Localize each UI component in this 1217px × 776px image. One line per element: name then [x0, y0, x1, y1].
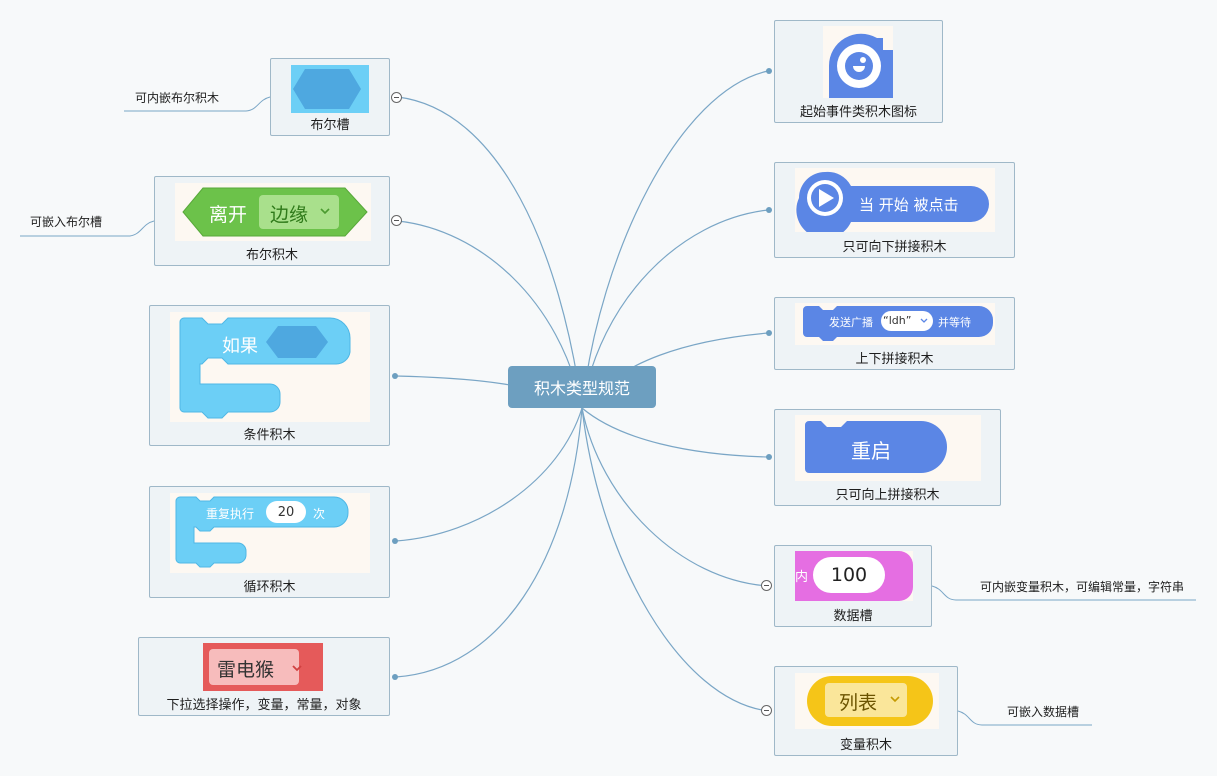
- topic-caption: 上下拼接积木: [855, 352, 934, 367]
- stack-block-suffix: 并等待: [938, 316, 971, 329]
- note-bool-slot: 可内嵌布尔积木: [135, 91, 220, 105]
- topic-bottom-connect[interactable]: 当 开始 被点击 只可向下拼接积木: [774, 162, 1015, 258]
- topic-caption: 布尔槽: [310, 118, 350, 133]
- topic-data-slot[interactable]: 内 100 数据槽: [774, 545, 932, 627]
- condition-block-label: 如果: [222, 336, 258, 357]
- collapse-toggle-icon[interactable]: [761, 580, 772, 591]
- variable-block-value: 列表: [839, 692, 878, 714]
- connector-dot: [766, 454, 772, 460]
- connector-dot: [392, 674, 398, 680]
- note-data-slot: 可内嵌变量积木，可编辑常量，字符串: [980, 580, 1185, 594]
- stack-block-image: 发送广播 “ldh” 并等待: [795, 303, 995, 345]
- loop-block-label: 重复执行: [206, 507, 255, 521]
- data-slot-image: 内 100: [795, 551, 913, 601]
- svg-text:内: 内: [795, 569, 808, 585]
- loop-block-suffix: 次: [313, 507, 326, 521]
- condition-block-image: 如果: [170, 312, 370, 422]
- bool-block-image: 离开 边缘: [175, 183, 371, 241]
- topic-caption: 只可向上拼接积木: [835, 488, 940, 503]
- connector-dot: [766, 207, 772, 213]
- bool-block-dropdown: 边缘: [270, 204, 309, 226]
- start-block-image: 当 开始 被点击: [795, 168, 995, 232]
- central-topic-label: 积木类型规范: [533, 379, 630, 398]
- topic-caption: 变量积木: [839, 738, 892, 753]
- dropdown-value: 雷电猴: [217, 659, 275, 681]
- data-slot-value: 100: [830, 564, 868, 586]
- topic-caption: 数据槽: [833, 609, 873, 624]
- topic-caption: 起始事件类积木图标: [799, 105, 917, 120]
- topic-event-icon[interactable]: 起始事件类积木图标: [774, 20, 943, 123]
- topic-variable-block[interactable]: 列表 变量积木: [774, 666, 958, 756]
- connector-dot: [766, 330, 772, 336]
- topic-caption: 循环积木: [243, 580, 296, 595]
- start-block-label: 当 开始 被点击: [859, 196, 959, 214]
- central-topic[interactable]: 积木类型规范: [508, 366, 656, 408]
- topic-dropdown[interactable]: 雷电猴 下拉选择操作，变量，常量，对象: [138, 637, 390, 716]
- connector-dot: [766, 68, 772, 74]
- topic-bool-slot[interactable]: 布尔槽: [270, 58, 390, 136]
- loop-block-value: 20: [277, 505, 295, 520]
- end-block-label: 重启: [851, 439, 891, 463]
- topic-loop-block[interactable]: 重复执行 20 次 循环积木: [149, 486, 390, 598]
- variable-block-image: 列表: [795, 673, 939, 729]
- topic-caption: 布尔积木: [245, 248, 298, 263]
- stack-block-value: “ldh”: [883, 314, 912, 327]
- note-bool-block: 可嵌入布尔槽: [30, 215, 103, 229]
- topic-top-connect[interactable]: 重启 只可向上拼接积木: [774, 409, 1001, 506]
- topic-caption: 下拉选择操作，变量，常量，对象: [166, 698, 362, 713]
- stack-block-label: 发送广播: [829, 316, 873, 329]
- bool-block-label: 离开: [209, 204, 248, 226]
- topic-bool-block[interactable]: 离开 边缘 布尔积木: [154, 176, 390, 266]
- loop-block-image: 重复执行 20 次: [170, 493, 370, 573]
- collapse-toggle-icon[interactable]: [391, 92, 402, 103]
- end-block-image: 重启: [795, 415, 981, 481]
- event-icon-image: [823, 26, 893, 98]
- dropdown-image: 雷电猴: [203, 643, 323, 691]
- topic-stack-block[interactable]: 发送广播 “ldh” 并等待 上下拼接积木: [774, 297, 1015, 370]
- topic-caption: 只可向下拼接积木: [842, 240, 947, 255]
- topic-condition-block[interactable]: 如果 条件积木: [149, 305, 390, 446]
- topic-caption: 条件积木: [243, 428, 296, 443]
- connector-dot: [392, 538, 398, 544]
- bool-slot-image: [291, 65, 369, 113]
- connector-dot: [392, 373, 398, 379]
- collapse-toggle-icon[interactable]: [391, 215, 402, 226]
- note-variable: 可嵌入数据槽: [1007, 705, 1080, 719]
- collapse-toggle-icon[interactable]: [761, 705, 772, 716]
